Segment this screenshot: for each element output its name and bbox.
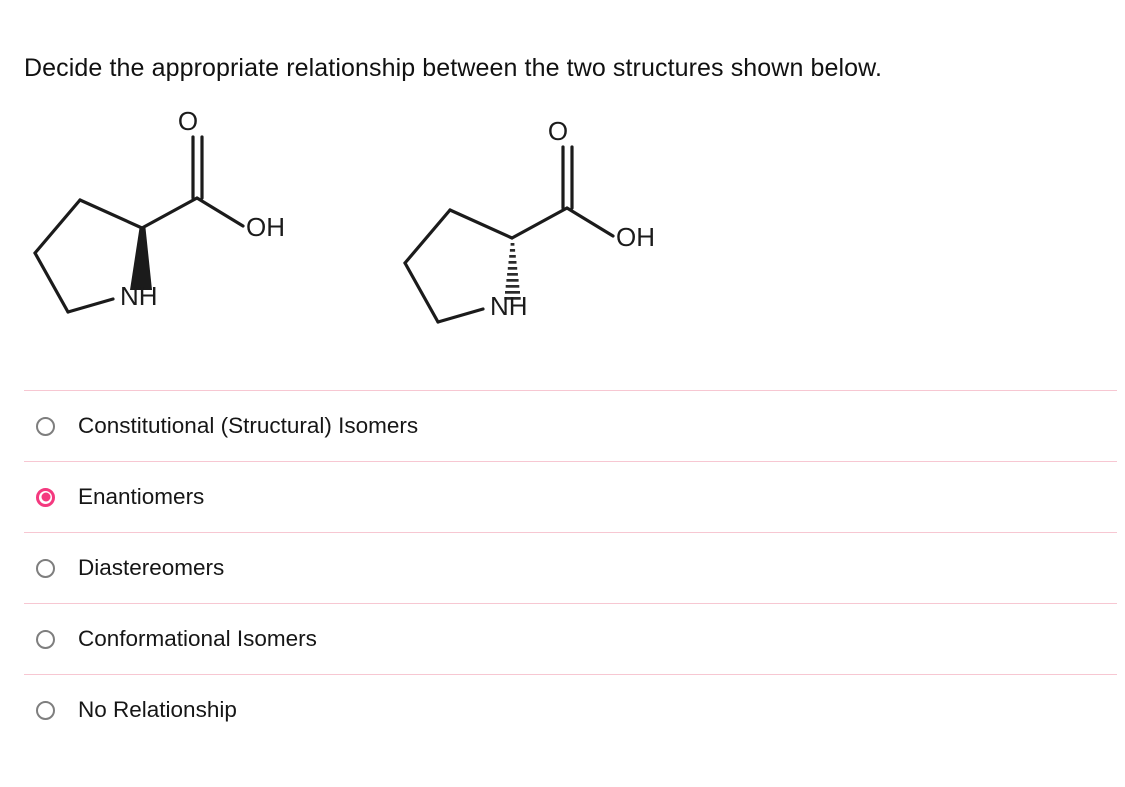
bond-ring-c4-c5 <box>403 261 440 324</box>
answer-options-list: Constitutional (Structural) Isomers Enan… <box>0 390 1125 745</box>
radio-button-diastereomers[interactable] <box>36 558 55 578</box>
bond-carboxyl-oh <box>195 196 245 228</box>
structure-diagram-area: O OH NH <box>0 100 1125 360</box>
option-no-relationship[interactable]: No Relationship <box>24 674 1117 745</box>
atom-label-amine: NH <box>490 291 528 321</box>
structure-right-svg: O OH NH <box>403 116 655 324</box>
atom-label-carbonyl-oxygen: O <box>178 106 198 136</box>
radio-button-constitutional-structural-isomers[interactable] <box>36 416 55 436</box>
bond-ring-c4-c5 <box>33 251 70 314</box>
structure-left: O OH NH <box>0 100 330 350</box>
bond-carboxyl-oh <box>565 206 615 238</box>
page-title: Decide the appropriate relationship betw… <box>24 54 882 82</box>
bond-ring-c5-n <box>436 307 485 324</box>
option-constitutional-structural-isomers[interactable]: Constitutional (Structural) Isomers <box>24 390 1117 461</box>
option-label: No Relationship <box>78 697 237 722</box>
atom-label-amine: NH <box>120 281 158 311</box>
structure-left-svg: O OH NH <box>33 106 285 314</box>
option-enantiomers[interactable]: Enantiomers <box>24 461 1117 532</box>
radio-button-no-relationship[interactable] <box>36 700 55 720</box>
bond-ring-c5-n <box>66 297 115 314</box>
bond-ring-c3-c4 <box>403 208 452 265</box>
bond-c2-carboxyl <box>140 196 199 230</box>
radio-button-conformational-isomers[interactable] <box>36 629 55 649</box>
bond-wedge-solid <box>130 228 152 290</box>
option-label: Enantiomers <box>78 484 205 509</box>
atom-label-hydroxyl: OH <box>616 222 655 252</box>
atom-label-hydroxyl: OH <box>246 212 285 242</box>
option-conformational-isomers[interactable]: Conformational Isomers <box>24 603 1117 674</box>
option-label: Diastereomers <box>78 555 225 580</box>
option-label: Conformational Isomers <box>78 626 317 651</box>
option-diastereomers[interactable]: Diastereomers <box>24 532 1117 603</box>
structure-right: O OH NH <box>370 110 700 360</box>
bond-c2-carboxyl <box>510 206 569 240</box>
atom-label-carbonyl-oxygen: O <box>548 116 568 146</box>
radio-button-enantiomers[interactable] <box>36 487 55 507</box>
bond-ring-c2-c3 <box>448 208 514 240</box>
bond-ring-c3-c4 <box>33 198 82 255</box>
bond-wedge-hashed <box>504 243 521 300</box>
bond-ring-c2-c3 <box>78 198 144 230</box>
option-label: Constitutional (Structural) Isomers <box>78 413 419 438</box>
